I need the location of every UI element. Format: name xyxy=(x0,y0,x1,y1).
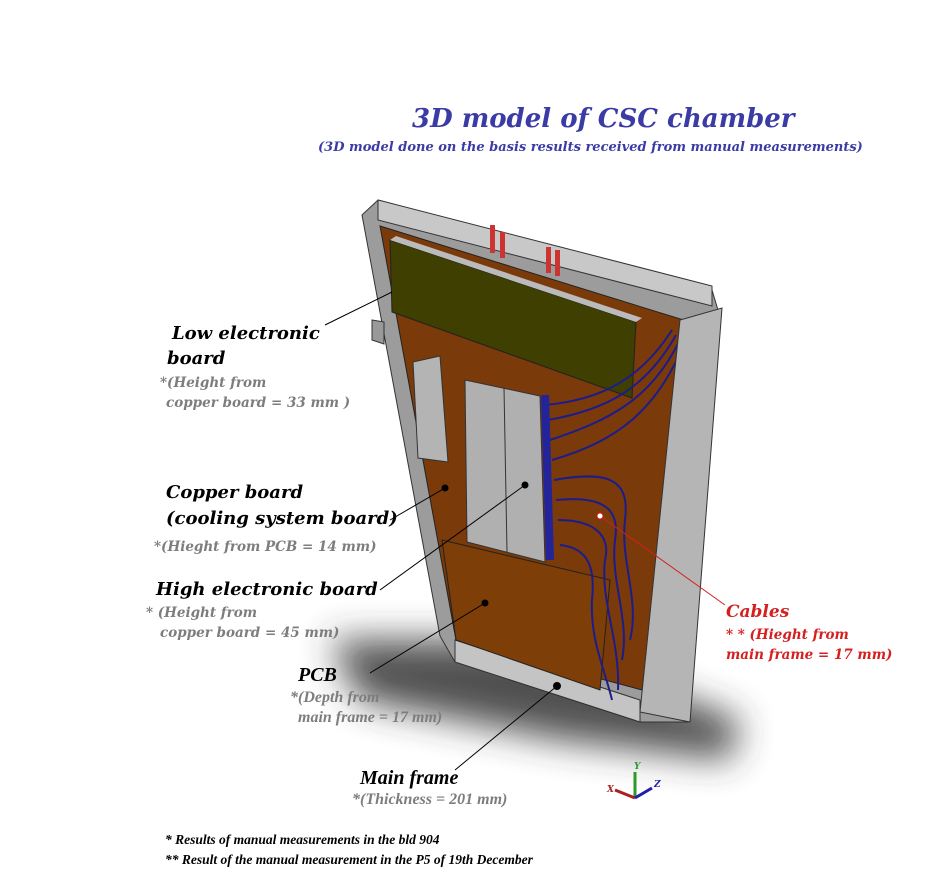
main-frame-label: Main frame xyxy=(360,767,459,789)
cables-note-2: main frame = 17 mm) xyxy=(726,647,893,663)
pcb xyxy=(441,539,611,691)
high-board-note-2: copper board = 45 mm) xyxy=(160,625,340,641)
cables-leader-line xyxy=(599,515,726,606)
low-board-label: Low electronic xyxy=(172,323,320,344)
copper-board-label: Copper board xyxy=(166,482,304,503)
copper-board-note: *(Hieght from PCB = 14 mm) xyxy=(154,539,377,555)
low-board-note: *(Height from xyxy=(160,375,267,391)
low-board-edge xyxy=(390,236,642,322)
axis-x-label: X xyxy=(607,785,614,795)
small-box xyxy=(412,355,449,463)
axis-triad-icon xyxy=(614,772,653,800)
main-frame-right-side xyxy=(639,307,723,723)
mount-tab xyxy=(371,319,385,345)
low-board-label-2: board xyxy=(167,348,226,369)
shadow xyxy=(330,640,740,760)
cables-note: * * (Hieght from xyxy=(726,627,849,643)
connector-icon xyxy=(490,225,560,276)
high-electronic-board xyxy=(464,379,546,563)
high-board-label: High electronic board xyxy=(156,579,378,600)
copper-board-label-2: (cooling system board) xyxy=(166,508,398,529)
subtitle: (3D model done on the basis results rece… xyxy=(318,140,863,155)
low-board-note-2: copper board = 33 mm ) xyxy=(166,395,351,411)
leader-lines xyxy=(324,291,561,771)
page-title: 3D model of CSC chamber xyxy=(412,104,795,134)
footnote-1: * Results of manual measurements in the … xyxy=(165,832,440,847)
high-board-note: * (Height from xyxy=(146,605,258,621)
axis-z-label: Z xyxy=(654,780,661,790)
main-frame-note: *(Thickness = 201 mm) xyxy=(352,791,508,808)
pcb-note-2: main frame = 17 mm) xyxy=(298,709,443,726)
main-frame-top xyxy=(377,199,713,307)
axis-y-label: Y xyxy=(634,762,641,772)
cables-label: Cables xyxy=(726,602,790,622)
pcb-note: *(Depth from xyxy=(290,689,380,706)
cables xyxy=(541,329,685,701)
footnote-2: ** Result of the manual measurement in t… xyxy=(165,852,533,867)
pcb-label: PCB xyxy=(298,664,337,686)
